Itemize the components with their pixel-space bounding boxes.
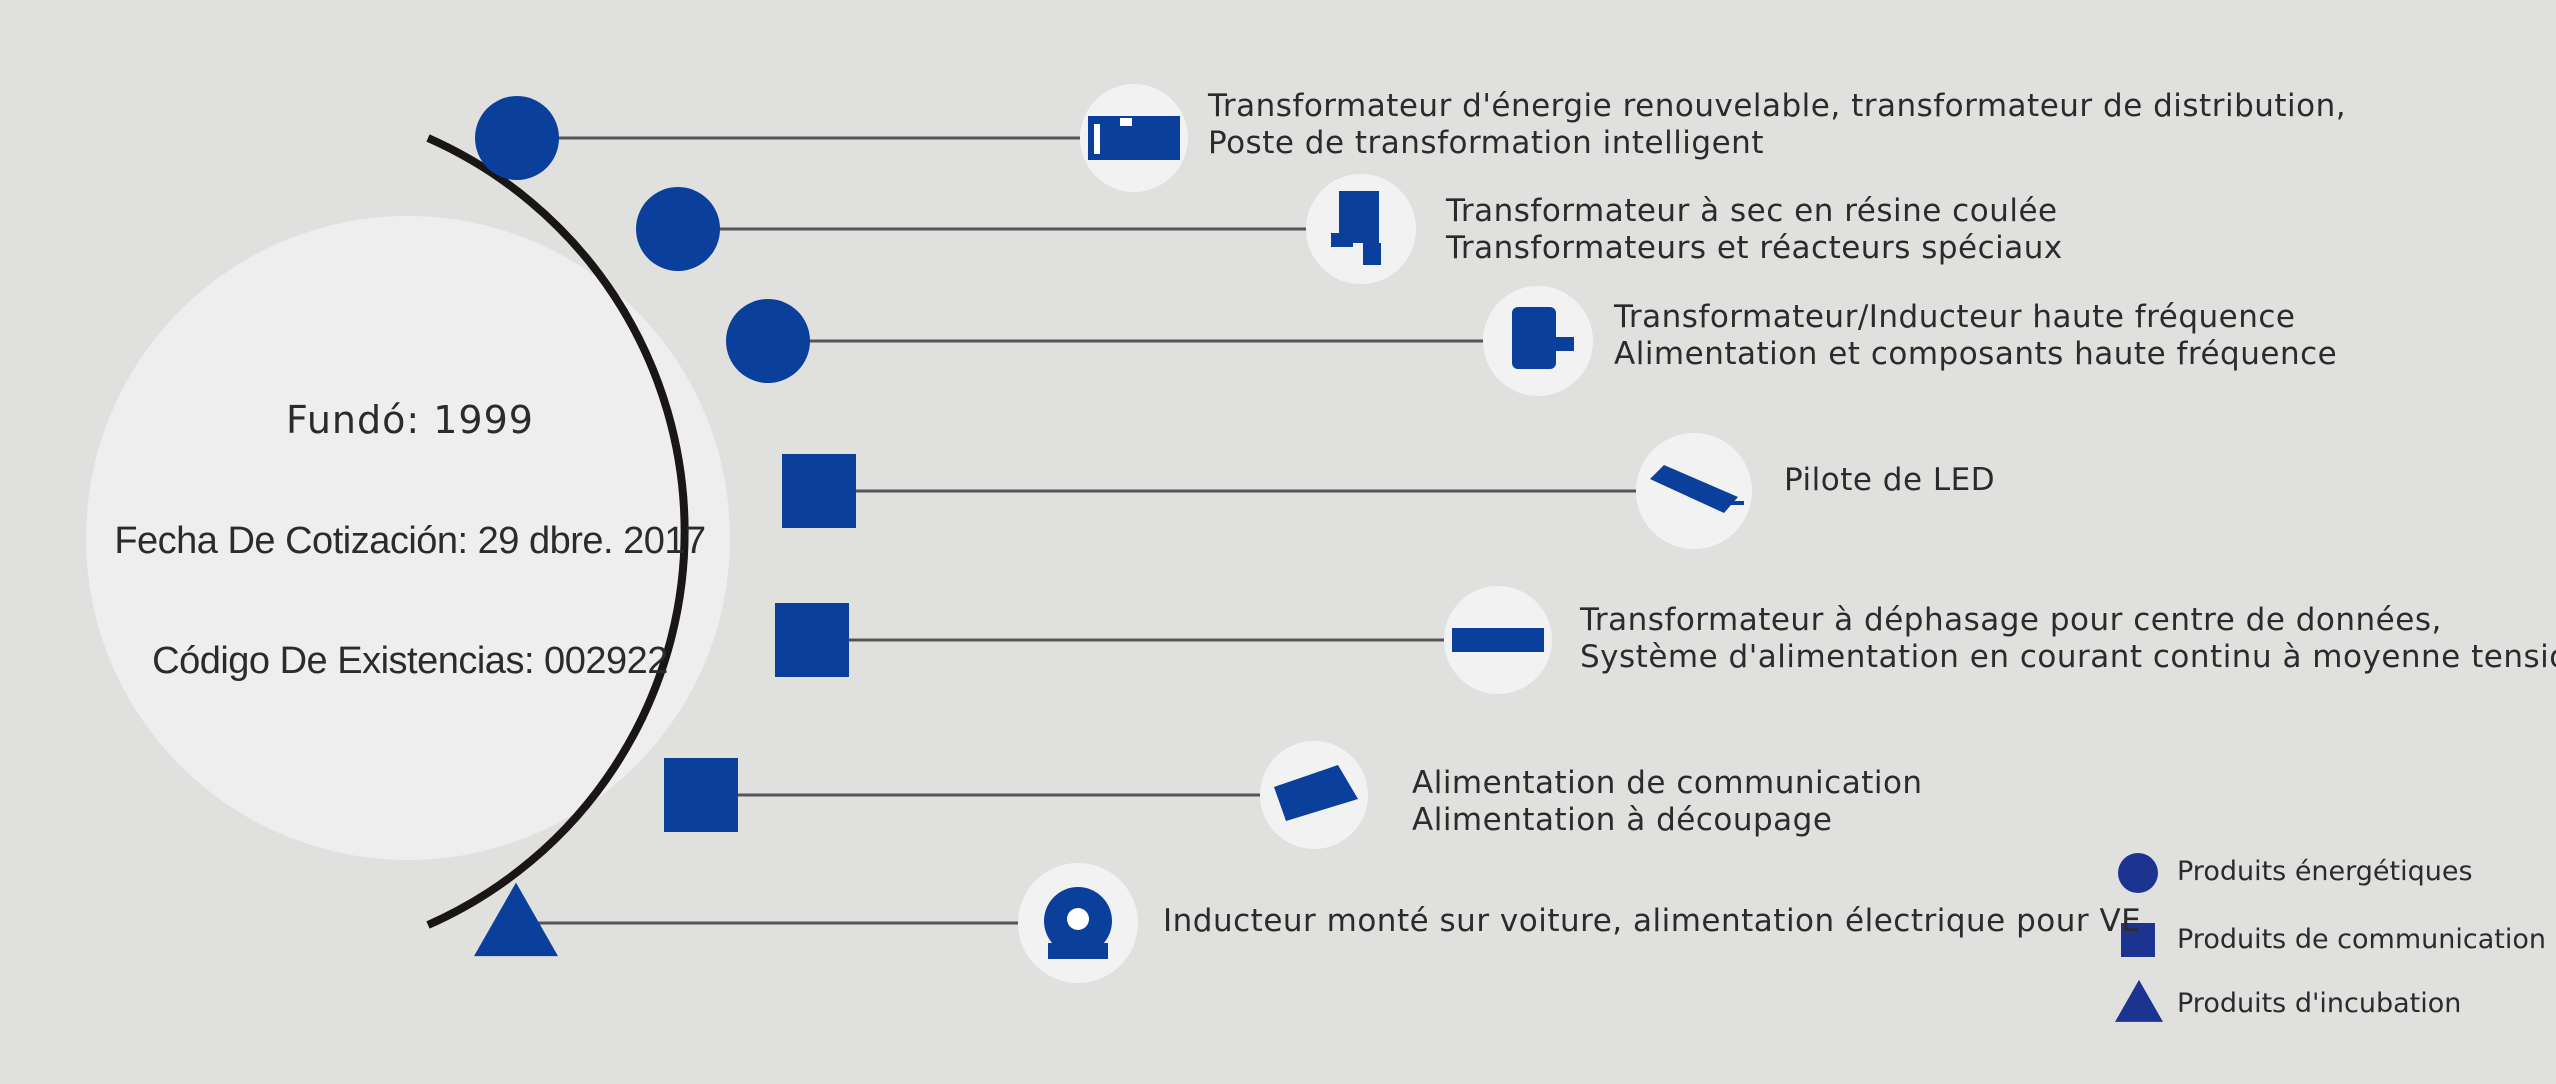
square-marker [664,758,738,832]
toroidal-inductor-icon [1018,863,1138,983]
product-label-line: Système d'alimentation en courant contin… [1580,639,2556,675]
square-marker [782,454,856,528]
transformer-station-icon [1080,84,1188,192]
product-label: Inducteur monté sur voiture, alimentatio… [1163,903,2141,940]
product-label-line: Transformateur d'énergie renouvelable, t… [1208,88,2347,124]
product-label-line: Transformateurs et réacteurs spéciaux [1446,230,2063,266]
product-label-line: Transformateur à sec en résine coulée [1446,193,2058,229]
dry-transformer-icon [1306,174,1416,284]
product-label-line: Transformateur/Inducteur haute fréquence [1614,299,2296,335]
listing-date-text: Fecha De Cotización: 29 dbre. 2017 [114,520,706,562]
square-marker [775,603,849,677]
triangle-marker [474,882,558,957]
product-label-line: Pilote de LED [1784,462,1996,498]
product-label-line: Alimentation et composants haute fréquen… [1614,336,2338,372]
product-label-line: Inducteur monté sur voiture, alimentatio… [1163,903,2142,939]
product-label-line: Transformateur à déphasage pour centre d… [1580,602,2442,638]
legend-label: Produits d'incubation [2177,988,2462,1019]
product-label: Transformateur à déphasage pour centre d… [1580,602,2556,676]
company-info-circle [86,216,730,860]
connector-lines [516,136,1636,925]
founded-text: Fundó: 1999 [286,398,534,442]
product-label: Pilote de LED [1784,462,1995,499]
stock-code-text: Código De Existencias: 002922 [152,640,668,682]
legend-square-symbol [2121,923,2155,957]
power-supply-icon [1260,741,1368,849]
product-label-line: Alimentation de communication [1412,765,1923,801]
product-icons [1018,84,1752,983]
timeline-markers [474,96,856,957]
legend-symbols [2115,853,2163,1022]
legend-label: Produits de communication [2177,924,2546,955]
circle-marker [726,299,810,383]
product-label: Transformateur d'énergie renouvelable, t… [1208,88,2346,162]
legend-label: Produits énergétiques [2177,856,2473,887]
hf-inductor-icon [1483,286,1593,396]
circle-marker [475,96,559,180]
circle-marker [636,187,720,271]
legend-circle-symbol [2118,853,2158,893]
timeline-arc [426,134,689,929]
phase-shift-transformer-icon [1444,586,1552,694]
product-label-line: Alimentation à découpage [1412,802,1833,838]
legend-triangle-symbol [2115,979,2163,1022]
product-label-line: Poste de transformation intelligent [1208,125,1764,161]
led-driver-icon [1636,433,1752,549]
product-label: Transformateur/Inducteur haute fréquence… [1614,299,2337,373]
